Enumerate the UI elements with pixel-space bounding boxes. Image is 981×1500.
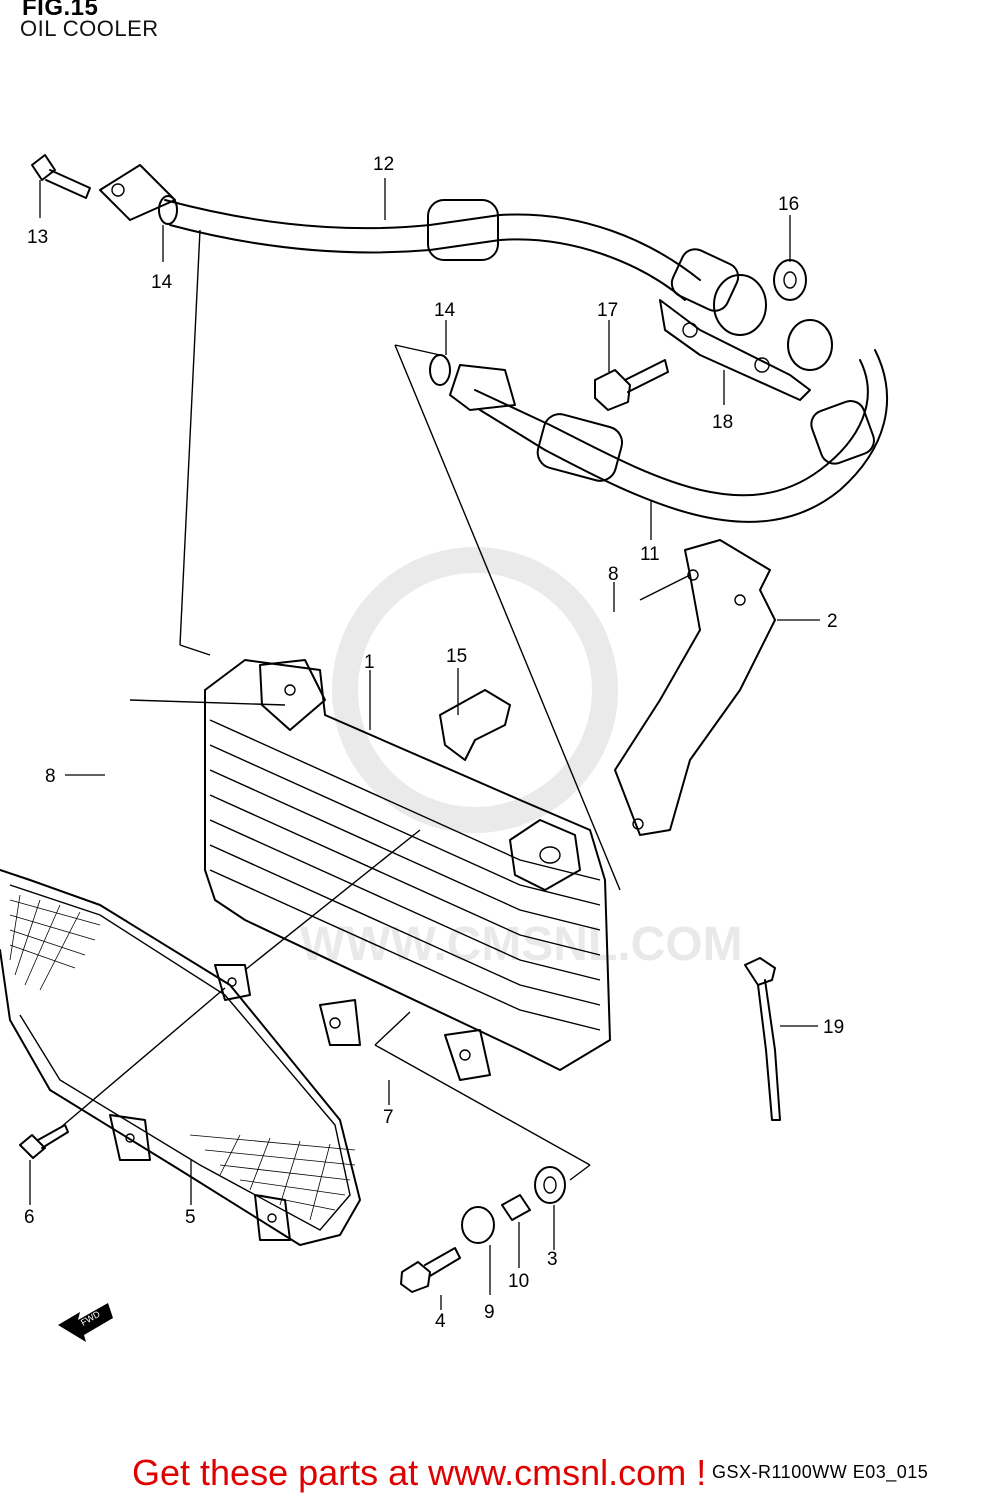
callout-10: 10 — [508, 1271, 529, 1292]
callout-7: 7 — [383, 1107, 394, 1128]
callout-14-upper: 14 — [151, 272, 173, 293]
callout-4: 4 — [435, 1311, 446, 1332]
washer-9 — [461, 1206, 495, 1244]
callout-17: 17 — [597, 300, 618, 321]
lower-mount-7 — [319, 999, 491, 1081]
oil-cooler-core — [204, 659, 611, 1071]
oil-hose-upper — [99, 164, 767, 336]
model-code: GSX-R1100WW E03_015 — [712, 1462, 929, 1482]
callout-11: 11 — [640, 544, 660, 565]
callout-1: 1 — [364, 652, 375, 673]
callout-8-right: 8 — [608, 564, 619, 585]
guard-mesh — [9, 894, 356, 1221]
bolt-4 — [400, 1247, 461, 1293]
callout-3: 3 — [547, 1249, 558, 1270]
callout-labels: 1 2 3 4 5 6 7 8 8 9 10 11 12 13 14 14 15… — [24, 154, 844, 1332]
bracket-2 — [614, 539, 776, 836]
watermark-logo: WWW.CMSNL.COM — [300, 547, 743, 971]
callout-15: 15 — [446, 646, 467, 667]
callout-14-lower: 14 — [434, 300, 456, 321]
cooler-fins — [209, 719, 601, 1031]
fwd-arrow: FWD — [58, 1303, 113, 1342]
washer-16 — [773, 259, 807, 301]
screw-6 — [19, 1124, 69, 1159]
parts-banner-link[interactable]: Get these parts at www.cmsnl.com ! — [132, 1452, 707, 1493]
callout-5: 5 — [185, 1207, 196, 1228]
callout-13: 13 — [27, 227, 48, 248]
tie-strap-19 — [744, 957, 781, 1121]
callout-19: 19 — [823, 1017, 844, 1038]
cooler-guard-5 — [0, 869, 361, 1246]
grommet-3 — [534, 1166, 566, 1204]
callout-8-left: 8 — [45, 766, 56, 787]
page-title: OIL COOLER — [20, 16, 159, 41]
callout-2: 2 — [827, 611, 838, 632]
hose-bracket-18 — [659, 299, 833, 401]
clip-15 — [439, 689, 511, 761]
bolt-17 — [594, 359, 669, 411]
collar-10 — [501, 1194, 531, 1221]
leader-lines — [29, 178, 820, 1310]
callout-18: 18 — [712, 412, 733, 433]
callout-12: 12 — [373, 154, 394, 175]
callout-9: 9 — [484, 1302, 495, 1323]
bolt-13 — [31, 154, 91, 199]
callout-6: 6 — [24, 1207, 35, 1228]
figure-number: FIG.15 — [22, 0, 99, 21]
callout-16: 16 — [778, 194, 799, 215]
watermark-text: WWW.CMSNL.COM — [300, 918, 743, 971]
